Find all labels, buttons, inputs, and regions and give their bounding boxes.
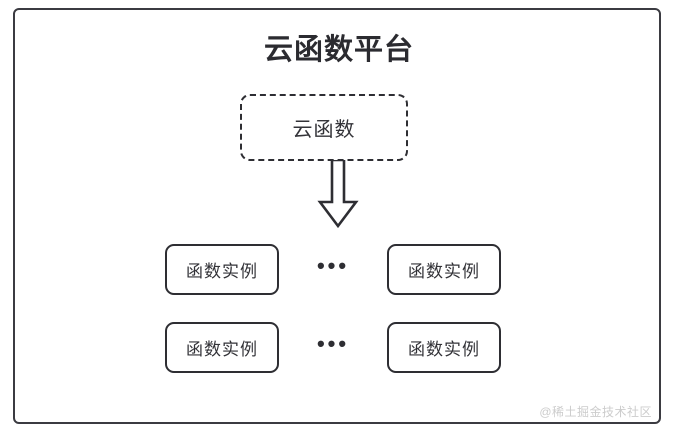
function-instance-grid: 函数实例 ••• 函数实例 函数实例 ••• 函数实例 xyxy=(165,244,501,373)
cloud-function-label: 云函数 xyxy=(292,119,356,141)
function-instance-box: 函数实例 xyxy=(387,322,501,373)
function-instance-row: 函数实例 ••• 函数实例 xyxy=(165,244,501,295)
function-instance-box: 函数实例 xyxy=(387,244,501,295)
cloud-function-node: 云函数 xyxy=(240,94,408,161)
down-block-arrow-icon xyxy=(312,158,364,232)
ellipsis-indicator: ••• xyxy=(316,330,350,356)
function-instance-box: 函数实例 xyxy=(165,244,279,295)
page-title: 云函数平台 xyxy=(263,34,414,66)
function-instance-label: 函数实例 xyxy=(408,262,480,281)
function-instance-label: 函数实例 xyxy=(186,340,258,359)
function-instance-row: 函数实例 ••• 函数实例 xyxy=(165,322,501,373)
function-instance-label: 函数实例 xyxy=(408,340,480,359)
ellipsis-indicator: ••• xyxy=(316,252,350,278)
function-instance-box: 函数实例 xyxy=(165,322,279,373)
watermark: @稀土掘金技术社区 xyxy=(539,405,652,419)
function-instance-label: 函数实例 xyxy=(186,262,258,281)
